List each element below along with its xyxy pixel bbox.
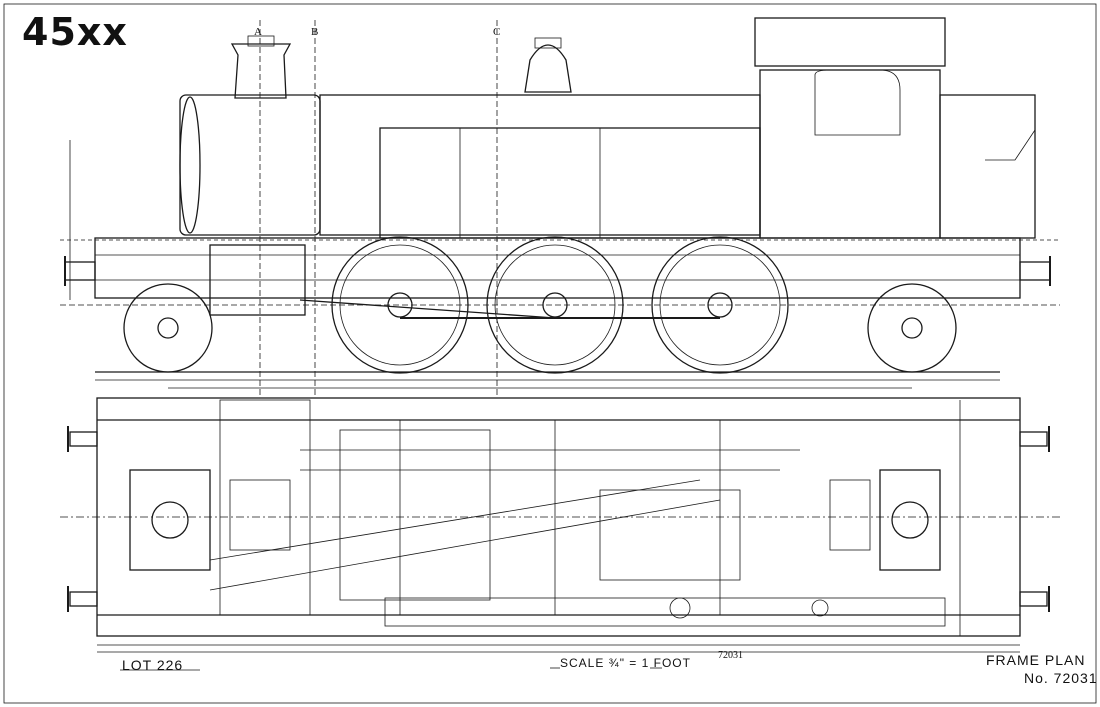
scale-label: SCALE ¾" = 1 FOOT <box>560 656 691 670</box>
front-bogie-box <box>129 469 211 571</box>
side-tank <box>379 127 761 239</box>
plan-buffer-rear-bottom <box>1019 586 1050 612</box>
lot-label: LOT 226 <box>122 657 184 673</box>
plan-buffer-rear-top <box>1019 426 1050 452</box>
cylinder <box>209 244 306 316</box>
side-elevation <box>60 17 1060 395</box>
rear-buffer <box>1019 256 1051 286</box>
plan-buffer-front-bottom <box>67 586 98 612</box>
coal-bunker <box>939 94 1036 239</box>
dome <box>524 44 572 93</box>
class-title: 45xx <box>22 10 128 54</box>
front-buffer <box>64 256 96 286</box>
section-marker-c: C <box>493 26 501 38</box>
plan-number: No. 72031 <box>1024 670 1098 686</box>
cab <box>759 69 941 239</box>
main-frame <box>94 237 1021 299</box>
rear-bogie-box <box>879 469 941 571</box>
leading-wheel <box>123 283 213 373</box>
chimney <box>230 43 292 99</box>
firebox-outline <box>599 489 741 581</box>
coal-bunker-top <box>754 17 946 67</box>
smokebox <box>179 94 321 236</box>
section-marker-b: B <box>311 26 319 38</box>
drawing-number-small: 72031 <box>718 650 743 661</box>
cylinder-block <box>219 399 311 616</box>
connecting-rod <box>299 299 556 319</box>
cab-window <box>814 69 901 136</box>
sheet-border <box>3 3 1097 704</box>
frame-plan-view <box>60 397 1060 653</box>
trailing-wheel <box>867 283 957 373</box>
plan-buffer-front-top <box>67 426 98 452</box>
plan-title: FRAME PLAN <box>986 652 1086 668</box>
brake-rigging <box>384 597 946 627</box>
section-marker-a: A <box>254 26 262 38</box>
boiler <box>319 94 761 236</box>
